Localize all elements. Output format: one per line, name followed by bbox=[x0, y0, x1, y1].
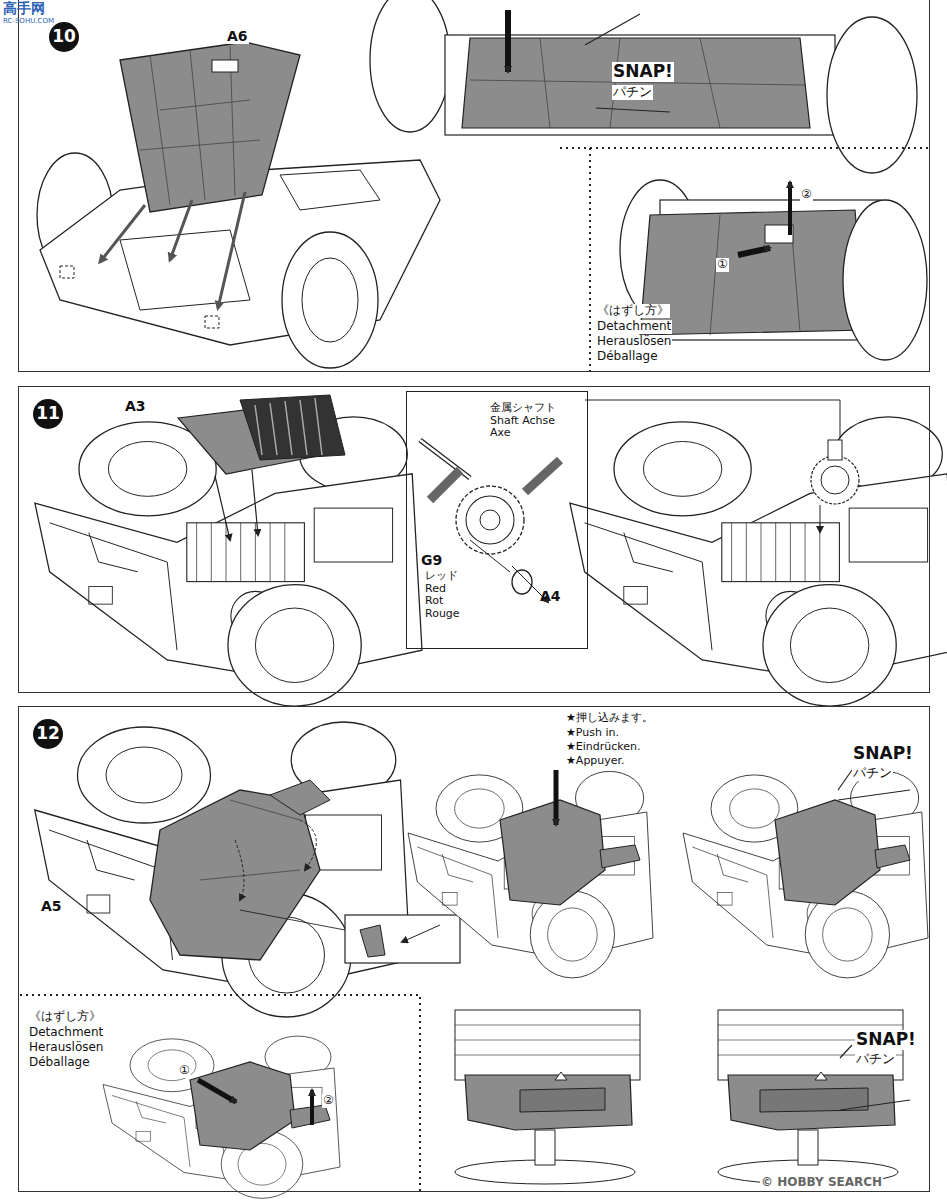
step-panel: 10 bbox=[18, 0, 930, 372]
note: Herauslösen bbox=[28, 1041, 104, 1055]
watermark: RC-SOHU.COM bbox=[2, 17, 55, 25]
part-note: 金属シャフト Shaft Achse Axe bbox=[490, 402, 556, 440]
callout-number: ② bbox=[800, 188, 813, 202]
note: ★Eindrücken. bbox=[565, 741, 642, 754]
watermark: 高手网 bbox=[2, 0, 46, 16]
note: ★Push in. bbox=[565, 727, 620, 740]
part-name: G9 bbox=[421, 552, 442, 568]
note-heading: 《はずし方》 bbox=[596, 304, 670, 318]
step-number: 12 bbox=[33, 719, 63, 749]
note: Déballage bbox=[28, 1056, 91, 1070]
note-heading: 《はずし方》 bbox=[28, 1010, 102, 1024]
sound-note: SNAP! bbox=[612, 62, 674, 82]
sound-note: SNAP! bbox=[852, 744, 914, 764]
step-panel: 11 金属シャフト Shaft Achse AxeG9 レッド Red Rot Ro… bbox=[18, 386, 930, 693]
note: Detachment bbox=[28, 1026, 104, 1040]
sound-note: パチン bbox=[855, 1052, 896, 1067]
watermark: © HOBBY SEARCH bbox=[760, 1176, 883, 1190]
part-name: A6 bbox=[226, 28, 249, 44]
note: ★押し込みます。 bbox=[565, 712, 654, 725]
part-note: レッド Red Rot Rouge bbox=[425, 570, 460, 621]
sound-note: SNAP! bbox=[855, 1030, 917, 1050]
part-name: A5 bbox=[40, 898, 63, 914]
note: Herauslösen bbox=[596, 335, 672, 349]
step-number: 10 bbox=[49, 22, 79, 52]
note: Detachment bbox=[596, 320, 672, 334]
part-name: A4 bbox=[540, 588, 561, 604]
callout-number: ② bbox=[322, 1094, 335, 1108]
note: ★Appuyer. bbox=[565, 755, 626, 768]
callout-number: ① bbox=[178, 1064, 191, 1078]
step-panel: 12 bbox=[18, 706, 930, 1192]
sound-note: パチン bbox=[852, 766, 893, 781]
note: Déballage bbox=[596, 350, 659, 364]
callout-number: ① bbox=[716, 258, 729, 272]
detail-inset: 金属シャフト Shaft Achse AxeG9 レッド Red Rot Roug… bbox=[406, 391, 588, 649]
step-number: 11 bbox=[33, 399, 63, 429]
part-name: A3 bbox=[124, 398, 147, 414]
sound-note: パチン bbox=[612, 85, 653, 100]
